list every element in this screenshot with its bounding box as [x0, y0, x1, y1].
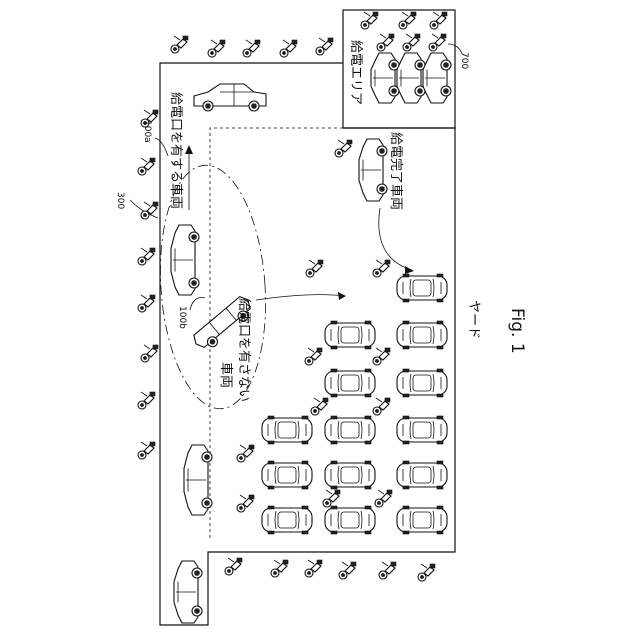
vehicle-charging-done: [359, 139, 387, 201]
robot-icon: [311, 398, 328, 415]
label-yard: ヤード: [466, 300, 481, 339]
parked-vehicle: [397, 369, 447, 397]
robot-icon: [138, 392, 155, 409]
leader-100a: [155, 138, 168, 156]
robot-icon: [171, 36, 188, 53]
parked-vehicle: [397, 461, 447, 489]
robot-icon: [373, 398, 390, 415]
figure-caption: Fig. 1: [507, 308, 527, 354]
robot-icon: [243, 40, 260, 57]
robot-icon: [280, 40, 297, 57]
label-vehicle-without-port-2: 車両: [218, 362, 233, 388]
ref-300: 300: [115, 192, 125, 209]
ref-100a: 100a: [142, 120, 152, 143]
label-vehicle-with-port: 給電口を有する車両: [168, 92, 183, 209]
robot-icon: [403, 34, 420, 51]
robot-icon: [361, 12, 378, 29]
robot-icon: [430, 12, 447, 29]
arrow-from-done-head: [405, 266, 414, 274]
label-charging-area: 給電エリア: [348, 40, 363, 105]
robot-icon: [323, 490, 340, 507]
robot-icon: [418, 564, 435, 581]
parked-vehicle: [325, 416, 375, 444]
parked-vehicle: [397, 321, 447, 349]
robot-icon: [225, 558, 242, 575]
robot-icon: [379, 562, 396, 579]
parked-vehicle: [262, 461, 312, 489]
robot-icon: [399, 12, 416, 29]
leader-100b: [190, 298, 205, 311]
parked-vehicle: [325, 321, 375, 349]
vehicle-group: [171, 53, 451, 623]
label-vehicle-without-port-1: 給電口を有さない: [236, 298, 251, 402]
robot-icon: [208, 40, 225, 57]
parked-vehicle: [325, 369, 375, 397]
parked-vehicle: [397, 274, 447, 302]
robot-icon: [375, 490, 392, 507]
robot-icon: [305, 348, 322, 365]
robot-icon: [138, 248, 155, 265]
parked-vehicle: [325, 506, 375, 534]
robot-icon: [305, 560, 322, 577]
robot-icon: [138, 442, 155, 459]
parked-vehicle: [262, 416, 312, 444]
robot-icon: [335, 140, 352, 157]
vehicle-charging-3: [423, 53, 451, 103]
arrow-up-head: [185, 145, 193, 154]
robot-icon: [271, 560, 288, 577]
vehicle-charging-1: [371, 53, 399, 103]
robot-icon: [373, 348, 390, 365]
ref-700: 700: [459, 52, 469, 69]
robot-icon: [237, 495, 254, 512]
robot-icon: [138, 158, 155, 175]
robot-icon: [373, 260, 390, 277]
robot-icon: [138, 295, 155, 312]
parked-vehicle: [397, 416, 447, 444]
vehicle-100a: [194, 84, 266, 111]
robot-icon: [429, 34, 446, 51]
vehicle-lane: [184, 445, 212, 515]
parked-vehicle: [397, 506, 447, 534]
label-charging-done: 給電完了車両: [388, 132, 403, 210]
robot-icon: [377, 34, 394, 51]
parked-vehicle: [325, 461, 375, 489]
parked-vehicle: [262, 506, 312, 534]
robot-icon: [306, 260, 323, 277]
vehicle-exit: [174, 561, 202, 623]
arrow-from-done: [379, 208, 412, 270]
robot-icon: [237, 445, 254, 462]
vehicle-charging-2: [397, 53, 425, 103]
robot-icon: [316, 38, 333, 55]
robot-icon: [339, 562, 356, 579]
robot-icon: [141, 345, 158, 362]
arrow-into-yard: [256, 295, 345, 300]
vehicle-with-port: [171, 225, 199, 295]
ref-100b: 100b: [177, 306, 187, 329]
arrow-into-yard-head: [338, 292, 346, 300]
